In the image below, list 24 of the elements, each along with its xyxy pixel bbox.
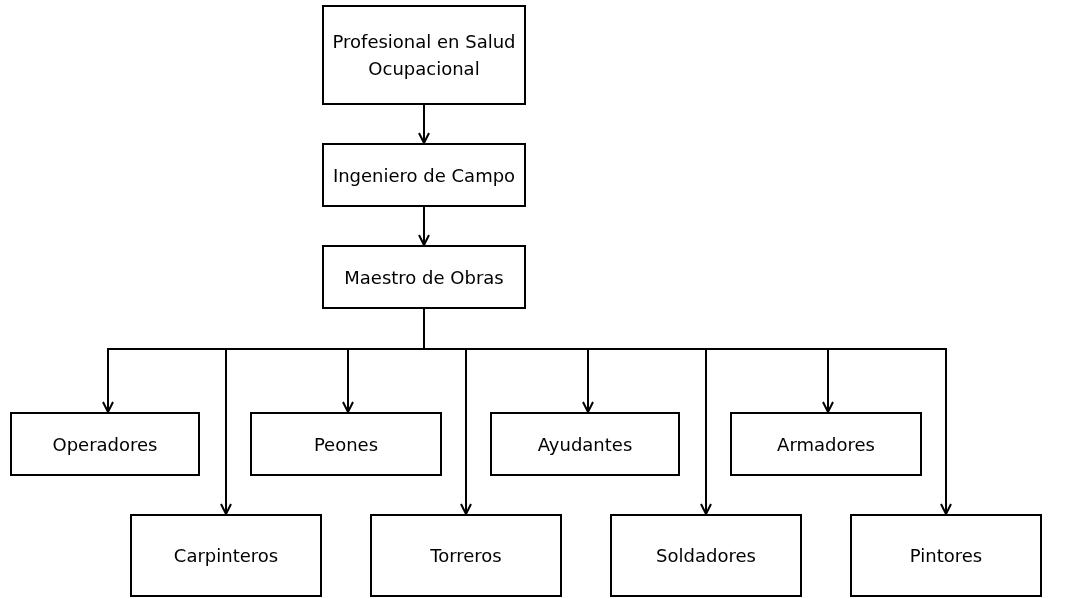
role-label: Ingeniero de Campo — [332, 163, 516, 188]
org-box — [250, 412, 442, 476]
org-box — [730, 412, 922, 476]
role-label: Operadores — [52, 432, 158, 457]
org-box — [322, 5, 526, 105]
org-box — [850, 514, 1042, 597]
role-label: Maestro de Obras — [344, 265, 504, 290]
role-label: Profesional en Salud Ocupacional — [332, 30, 516, 81]
role-label: Armadores — [777, 432, 875, 457]
org-box — [130, 514, 322, 597]
role-label: Ayudantes — [537, 432, 633, 457]
org-box — [370, 514, 562, 597]
arrow — [418, 206, 430, 246]
org-box — [322, 245, 526, 309]
role-label: Pintores — [909, 544, 983, 568]
role-label: Carpinteros — [173, 544, 279, 568]
arrow — [418, 104, 430, 144]
role-label: Peones — [313, 432, 379, 457]
org-box — [490, 412, 680, 476]
org-box — [10, 412, 200, 476]
role-label: Torreros — [430, 544, 502, 568]
org-box — [322, 143, 526, 207]
org-box — [610, 514, 802, 597]
role-label: Soldadores — [656, 544, 756, 568]
